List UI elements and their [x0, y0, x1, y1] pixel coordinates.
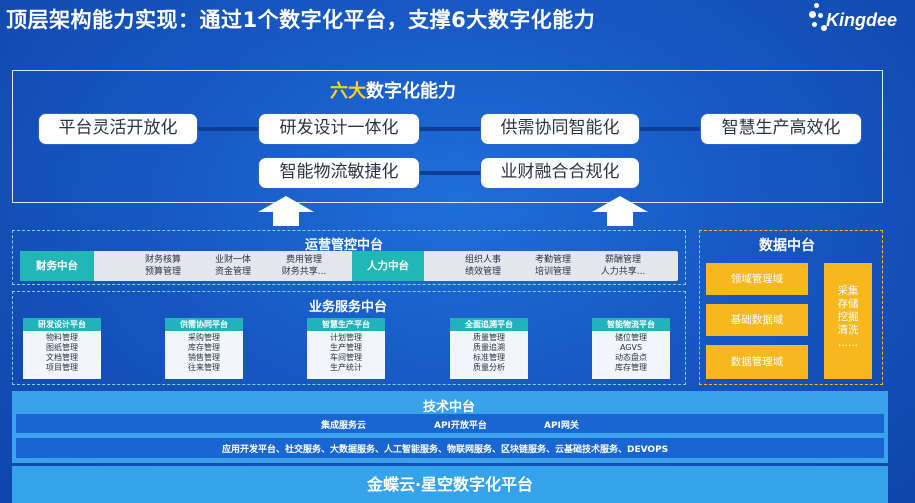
connector-line [420, 171, 480, 175]
data-center-region [699, 230, 883, 385]
page-title: 顶层架构能力实现：通过1个数字化平台，支撑6大数字化能力 [6, 8, 596, 32]
data-domain: 领域管理域 [706, 263, 808, 295]
capability-item: 业财融合合规化 [480, 157, 640, 189]
tech-row-services: 集成服务云 API开放平台 API网关 [16, 414, 884, 433]
up-arrow-icon [592, 196, 648, 226]
finance-item: 费用管理财务共享... [281, 255, 327, 277]
logo-text: Kingdee [826, 10, 898, 30]
connector-line [198, 127, 258, 131]
finance-center-label: 财务中台 [20, 251, 94, 281]
platform-card: 供需协同平台 采购管理库存管理销售管理往来管理 [165, 318, 243, 379]
tech-service: 集成服务云 [321, 421, 367, 431]
capability-item: 研发设计一体化 [258, 113, 420, 145]
platform-name: 智能物流平台 [592, 318, 670, 331]
hr-item: 薪酬管理人力共享... [600, 255, 646, 277]
platform-name: 全面追溯平台 [450, 318, 528, 331]
capabilities-box [12, 70, 883, 203]
finance-item: 业财一体资金管理 [214, 255, 251, 277]
business-title: 业务服务中台 [309, 300, 388, 315]
capability-item: 智慧生产高效化 [700, 113, 862, 145]
data-center-title: 数据中台 [759, 238, 815, 254]
operations-region [12, 230, 686, 285]
data-domain: 数据管理域 [706, 345, 808, 379]
tech-capabilities-text: 应用开发平台、社交服务、大数据服务、人工智能服务、物联网服务、区块链服务、云基础… [222, 445, 669, 455]
operations-title: 运营管控中台 [305, 238, 384, 253]
capability-item: 平台灵活开放化 [38, 113, 198, 145]
tech-center: 技术中台 集成服务云 API开放平台 API网关 应用开发平台、社交服务、大数据… [12, 391, 888, 463]
tech-center-title: 技术中台 [423, 400, 476, 415]
tech-row-capabilities: 应用开发平台、社交服务、大数据服务、人工智能服务、物联网服务、区块链服务、云基础… [16, 438, 884, 458]
tech-service: API开放平台 [434, 421, 487, 431]
connector-line [640, 127, 700, 131]
hr-center-label: 人力中台 [352, 251, 424, 281]
platform-banner: 金蝶云·星空数字化平台 [12, 466, 888, 503]
hr-item: 考勤管理培训管理 [534, 255, 571, 277]
platform-card: 智慧生产平台 计划管理生产管理车间管理生产统计 [307, 318, 385, 379]
hr-item: 组织人事绩效管理 [464, 255, 501, 277]
data-operations: 采集存储挖掘清洗...... [824, 263, 872, 379]
platform-name: 研发设计平台 [23, 318, 101, 331]
connector-line [420, 127, 480, 131]
kingdee-logo [806, 0, 906, 36]
capabilities-title: 六大数字化能力 [330, 77, 490, 103]
operations-bar: 财务中台 财务核算预算管理 业财一体资金管理 费用管理财务共享... 人力中台 … [20, 251, 678, 281]
finance-item: 财务核算预算管理 [144, 255, 181, 277]
capabilities-title-highlight: 六大 [330, 81, 366, 102]
capability-item: 供需协同智能化 [480, 113, 640, 145]
capability-item: 智能物流敏捷化 [258, 157, 420, 189]
business-region [12, 291, 686, 385]
capabilities-title-rest: 数字化能力 [366, 81, 456, 102]
tech-service: API网关 [544, 421, 579, 431]
platform-name: 供需协同平台 [165, 318, 243, 331]
platform-card: 研发设计平台 物料管理图纸管理文档管理项目管理 [23, 318, 101, 379]
up-arrow-icon [258, 196, 314, 226]
data-domain: 基础数据域 [706, 304, 808, 336]
platform-card: 全面追溯平台 质量管理质量追溯标准管理质量分析 [450, 318, 528, 379]
platform-name: 智慧生产平台 [307, 318, 385, 331]
